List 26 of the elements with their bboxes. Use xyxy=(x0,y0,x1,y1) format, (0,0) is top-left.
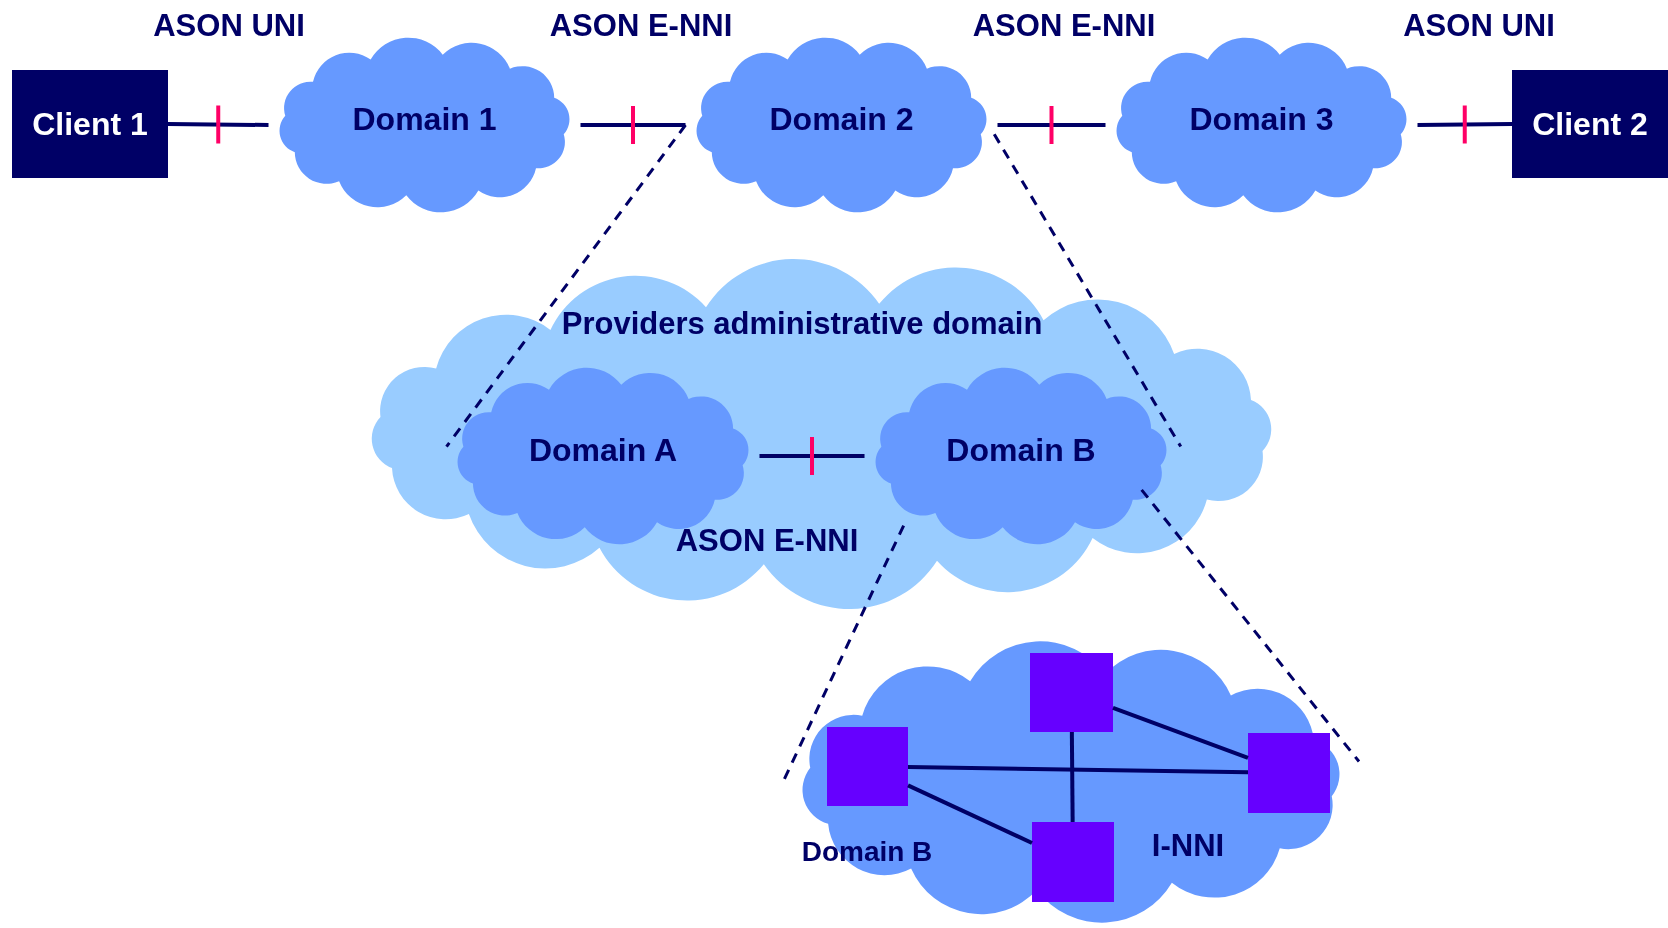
node-label: Domain 2 xyxy=(769,100,914,138)
link-line xyxy=(1112,706,1249,760)
link-line xyxy=(907,783,1033,845)
link-line xyxy=(1069,731,1075,823)
interface-label: ASON UNI xyxy=(153,8,305,44)
interface-label: ASON UNI xyxy=(1403,8,1555,44)
node-label: Client 2 xyxy=(1532,105,1648,143)
interface-label: ASON E-NNI xyxy=(972,8,1156,44)
zoom-line xyxy=(992,133,1183,448)
link-line xyxy=(167,122,269,127)
node-label: Domain 1 xyxy=(352,100,497,138)
node-label: Domain A xyxy=(528,431,678,469)
interface-label: I-NNI xyxy=(1151,828,1225,865)
link-line xyxy=(997,123,1106,127)
interface-label: ASON E-NNI xyxy=(549,8,733,44)
node-label: Providers administrative domain xyxy=(561,305,1043,342)
link-line xyxy=(907,765,1249,775)
zoom-line xyxy=(445,124,687,448)
link-line xyxy=(1417,122,1513,127)
node-label: Domain 3 xyxy=(1189,100,1334,138)
zoom-line xyxy=(1140,488,1361,763)
link-line xyxy=(759,454,865,458)
node-label: Client 1 xyxy=(32,105,148,143)
link-line xyxy=(580,123,686,127)
node-label: Domain B xyxy=(946,431,1096,469)
interface-label: ASON E-NNI xyxy=(675,523,859,559)
